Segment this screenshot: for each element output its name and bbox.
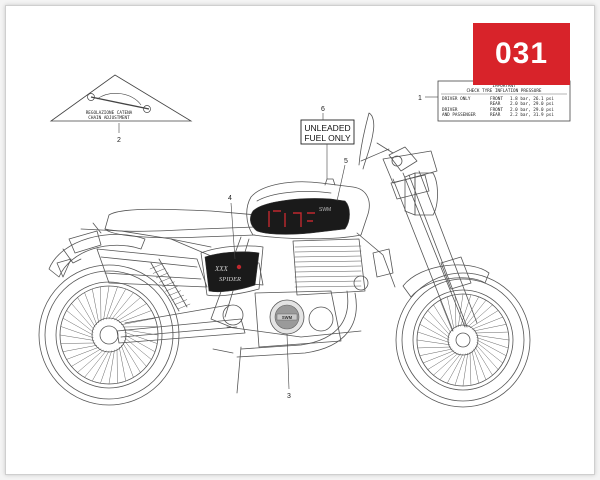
fuel-label-line2: FUEL ONLY <box>304 133 351 143</box>
rear-subframe <box>56 222 212 278</box>
tyre-row-3-who: DRIVER <box>442 107 458 113</box>
callout-leaders <box>118 96 438 390</box>
seat <box>104 208 258 239</box>
chain-adjustment-label: REGOLAZIONE CATENA CHAIN ADJUSTMENT <box>49 74 193 122</box>
motorcycle-decal-diagram: SWM XXX SPIDER SWM REGOLAZIONE CATENA CH… <box>38 74 571 408</box>
side-panel <box>200 245 264 297</box>
page-number-badge: 031 <box>473 23 570 85</box>
tyre-pressure-label: IMPORTANT CHECK TYRE INFLATION PRESSURE … <box>437 80 571 122</box>
tyre-row-4-pos: REAR <box>490 112 501 118</box>
instrument-cluster <box>388 146 418 172</box>
triangle-label-line1: REGOLAZIONE CATENA <box>86 110 133 116</box>
side-decal-line1: XXX <box>214 265 229 273</box>
tyre-row-2-val: 2.0 bar, 29.0 psi <box>510 101 554 107</box>
fuel-label-line1: UNLEADED <box>304 123 350 133</box>
headlight <box>404 172 438 216</box>
tyre-row-4-who: AND PASSENGER <box>442 112 476 118</box>
triangle-label-line2: CHAIN ADJUSTMENT <box>88 115 130 121</box>
tyre-row-1-val: 1.8 bar, 26.1 psi <box>510 96 554 102</box>
side-decal-line2: SPIDER <box>219 276 241 283</box>
callout-2: 2 <box>117 137 121 144</box>
callout-3: 3 <box>287 393 291 400</box>
callout-6: 6 <box>321 106 325 113</box>
front-wheel <box>395 272 531 408</box>
rear-wheel <box>38 264 180 406</box>
tyre-row-3-val: 2.0 bar, 29.0 psi <box>510 107 554 113</box>
exhaust-header <box>236 290 357 358</box>
muffler <box>96 248 208 288</box>
tyre-row-3-pos: FRONT <box>490 107 503 113</box>
footpeg <box>212 348 234 354</box>
front-fork <box>382 150 478 332</box>
tyre-row-4-val: 2.2 bar, 31.9 psi <box>510 112 554 118</box>
tyre-row-1-pos: FRONT <box>490 96 503 102</box>
clutch-cover-badge: SWM <box>269 299 305 335</box>
fuel-cap <box>324 178 336 186</box>
callout-5: 5 <box>344 158 348 165</box>
clutch-cover-text: SWM <box>282 315 293 320</box>
chain-guard <box>124 304 230 324</box>
side-stand <box>236 346 242 394</box>
callout-1: 1 <box>418 95 422 102</box>
tank-decal: SWM <box>250 198 350 235</box>
rear-fender <box>48 234 146 278</box>
rear-shock <box>149 258 191 312</box>
tyre-label-header2: CHECK TYRE INFLATION PRESSURE <box>466 88 541 94</box>
handlebar-mirror <box>358 112 394 170</box>
side-panel-decal: XXX SPIDER <box>204 251 260 293</box>
front-fender <box>402 264 490 298</box>
swingarm <box>116 318 246 344</box>
tyre-row-1-who: DRIVER ONLY <box>442 96 471 102</box>
tyre-row-2-pos: REAR <box>490 101 501 107</box>
unleaded-fuel-label: UNLEADED FUEL ONLY <box>300 119 355 145</box>
engine <box>236 238 394 348</box>
front-sprocket <box>222 304 244 326</box>
callout-4: 4 <box>228 195 232 202</box>
tyre-label-header1: IMPORTANT <box>492 83 516 89</box>
tank-brand-text: SWM <box>319 207 331 213</box>
fuel-tank <box>246 181 370 240</box>
